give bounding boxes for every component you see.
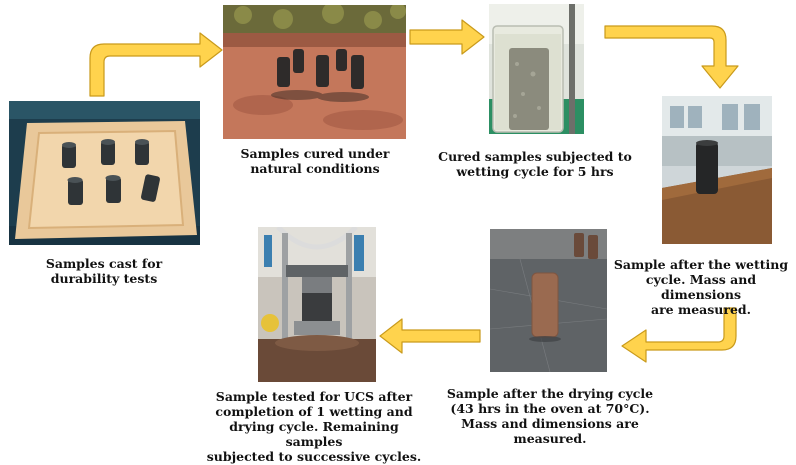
arrow-wetting-to-after-wetting: [604, 25, 739, 89]
caption-line: Sample after the drying cycle: [446, 386, 654, 401]
arrow-cast-to-cured: [89, 32, 223, 97]
caption-line: Sample after the wetting: [613, 257, 789, 272]
caption-line: drying cycle. Remaining samples: [229, 419, 399, 449]
photo-wetting-cycle: [489, 4, 584, 134]
photo-samples-cured: [223, 5, 406, 139]
caption-line: completion of 1 wetting and: [215, 404, 413, 419]
caption-line: Sample tested for UCS after: [215, 389, 413, 404]
photo-after-drying: [490, 229, 607, 372]
arrow-after-wetting-to-after-drying: [621, 307, 737, 363]
caption-line: Samples cast for: [45, 256, 163, 271]
caption-line: Mass and dimensions are: [461, 416, 639, 431]
photo-ucs-test: [258, 227, 376, 382]
caption-line: durability tests: [50, 271, 158, 286]
photo-samples-cast: [9, 101, 200, 245]
caption-line: (43 hrs in the oven at 70°C).: [450, 401, 650, 416]
caption-line: measured.: [513, 431, 587, 446]
photo-after-wetting: [662, 96, 772, 244]
caption-line: Samples cured under: [240, 146, 390, 161]
caption-line: cycle. Mass and dimensions: [645, 272, 757, 302]
caption-line: natural conditions: [250, 161, 380, 176]
arrow-cured-to-wetting: [409, 19, 485, 55]
caption-line: are measured.: [650, 302, 752, 317]
arrow-after-drying-to-ucs: [379, 318, 481, 354]
caption-line: wetting cycle for 5 hrs: [456, 164, 614, 179]
caption-after-drying: Sample after the drying cycle(43 hrs in …: [440, 386, 660, 446]
caption-line: Cured samples subjected to: [438, 149, 632, 164]
caption-line: subjected to successive cycles.: [206, 449, 422, 464]
